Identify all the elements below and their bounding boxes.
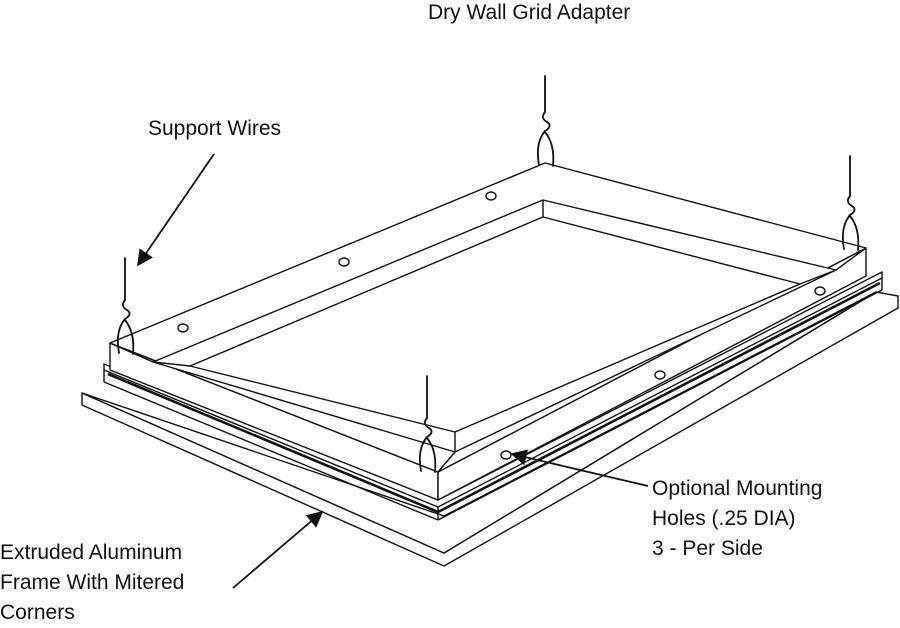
mounting-holes-line: Holes (.25 DIA): [652, 507, 796, 530]
diagram-title: Dry Wall Grid Adapter: [428, 1, 631, 24]
mounting-hole: [814, 286, 826, 296]
frame-channel: [103, 271, 883, 521]
support-wires-label: Support Wires: [148, 117, 282, 140]
frame-label-line: Extruded Aluminum: [0, 541, 183, 564]
mounting-hole: [177, 323, 189, 333]
mounting-holes-label: Optional Mounting Holes (.25 DIA) 3 - Pe…: [652, 474, 822, 564]
frame-top-rim: [109, 162, 867, 473]
mounting-holes-line: Optional Mounting: [652, 477, 823, 500]
mounting-hole: [485, 191, 497, 201]
support-wires-leader: [137, 153, 215, 267]
mounting-holes-line: 3 - Per Side: [652, 537, 763, 560]
mounting-holes-leader: [510, 449, 649, 487]
support-wire: [536, 75, 555, 167]
frame-label: Extruded Aluminum Frame With Mitered Cor…: [0, 538, 184, 628]
frame-leader: [232, 510, 324, 589]
mounting-hole: [338, 257, 350, 267]
support-wire: [116, 257, 135, 355]
frame-label-line: Corners: [0, 601, 75, 624]
support-wire: [841, 155, 860, 251]
mounting-hole: [654, 370, 666, 380]
support-wire: [418, 375, 437, 473]
frame-label-line: Frame With Mitered: [0, 571, 185, 594]
flange-plate: [81, 291, 899, 567]
mounting-hole: [500, 450, 512, 460]
